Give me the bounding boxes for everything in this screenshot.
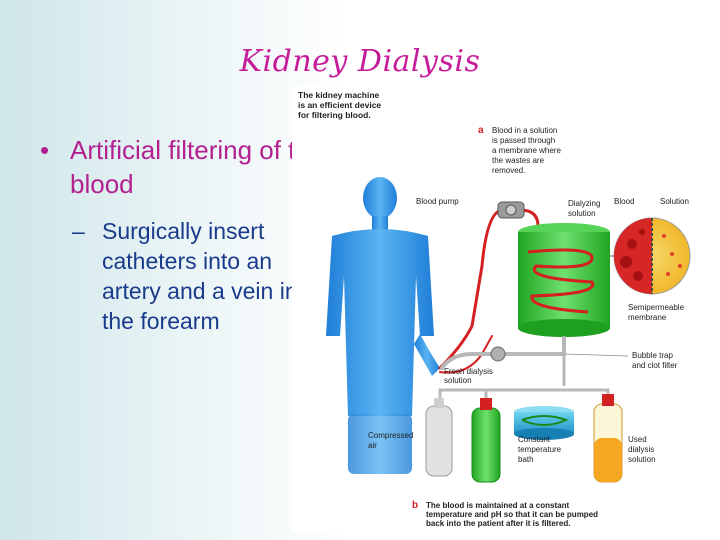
label-dialyzing-line: solution: [568, 209, 596, 218]
caption-b: b The blood is maintained at a constant …: [412, 500, 598, 528]
caption-a-letter: a: [478, 125, 484, 136]
label-bubble-trap: Bubble trap and clot filter: [632, 351, 678, 370]
dialysis-diagram-svg: The kidney machine is an efficient devic…: [298, 90, 691, 528]
figure-header-line: is an efficient device: [298, 100, 381, 110]
caption-a-line: Blood in a solution: [492, 126, 557, 135]
label-membrane-line: Semipermeable: [628, 303, 685, 312]
label-membrane-line: membrane: [628, 313, 667, 322]
label-compressed-line: Compressed: [368, 431, 413, 440]
caption-a: a Blood in a solution is passed through …: [478, 125, 561, 175]
label-semipermeable-membrane: Semipermeable membrane: [628, 303, 685, 322]
label-dialyzing-line: Dialyzing: [568, 199, 600, 208]
human-figure: [326, 177, 440, 474]
label-used-line: dialysis: [628, 445, 654, 454]
sub-bullet-marker: –: [72, 218, 85, 244]
dialyzer-tank: [518, 223, 610, 337]
caption-a-line: the wastes are: [492, 156, 545, 165]
label-compressed-air: Compressed air: [368, 431, 413, 450]
label-fresh-line: Fresh dialysis: [444, 367, 493, 376]
compressed-air-bottle: [425, 398, 453, 477]
label-solution: Solution: [660, 197, 689, 206]
label-bubble-line: and clot filter: [632, 361, 678, 370]
bubble-trap: [490, 346, 506, 362]
label-used-line: Used: [628, 435, 647, 444]
bullet-marker: •: [40, 135, 50, 165]
figure-header: The kidney machine is an efficient devic…: [298, 90, 381, 120]
caption-b-line: The blood is maintained at a constant: [426, 501, 569, 510]
figure-header-line: for filtering blood.: [298, 110, 371, 120]
dialysis-diagram: The kidney machine is an efficient devic…: [292, 86, 720, 532]
caption-b-line: back into the patient after it is filter…: [426, 519, 570, 528]
label-used-line: solution: [628, 455, 656, 464]
label-bath-line: temperature: [518, 445, 562, 454]
caption-a-line: a membrane where: [492, 146, 561, 155]
label-fresh-line: solution: [444, 376, 472, 385]
fresh-solution-bottle: [471, 398, 501, 483]
label-blood: Blood: [614, 197, 634, 206]
caption-a-line: is passed through: [492, 136, 555, 145]
label-bath-line: bath: [518, 455, 534, 464]
membrane-inset: [610, 217, 691, 295]
used-solution-bottle: [593, 394, 623, 483]
blood-pump: [497, 201, 525, 219]
caption-b-line: temperature and pH so that it can be pum…: [426, 510, 598, 519]
temperature-bath: [514, 406, 574, 440]
sub-bullet-text: Surgically insert catheters into an arte…: [102, 218, 298, 334]
bullet-main-text: Artificial filtering of the blood: [70, 135, 325, 199]
caption-a-line: removed.: [492, 166, 525, 175]
label-dialyzing-solution: Dialyzing solution: [568, 199, 600, 218]
label-used-dialysis: Used dialysis solution: [628, 435, 656, 464]
label-bath-line: Constant: [518, 435, 551, 444]
leader-bubble-trap: [563, 353, 629, 357]
caption-b-letter: b: [412, 500, 418, 511]
label-fresh-dialysis: Fresh dialysis solution: [444, 367, 493, 385]
label-bubble-line: Bubble trap: [632, 351, 673, 360]
label-constant-temperature: Constant temperature bath: [518, 435, 562, 464]
figure-header-line: The kidney machine: [298, 90, 380, 100]
slide-title: Kidney Dialysis: [239, 44, 481, 79]
label-compressed-line: air: [368, 441, 377, 450]
label-blood-pump: Blood pump: [416, 197, 459, 206]
